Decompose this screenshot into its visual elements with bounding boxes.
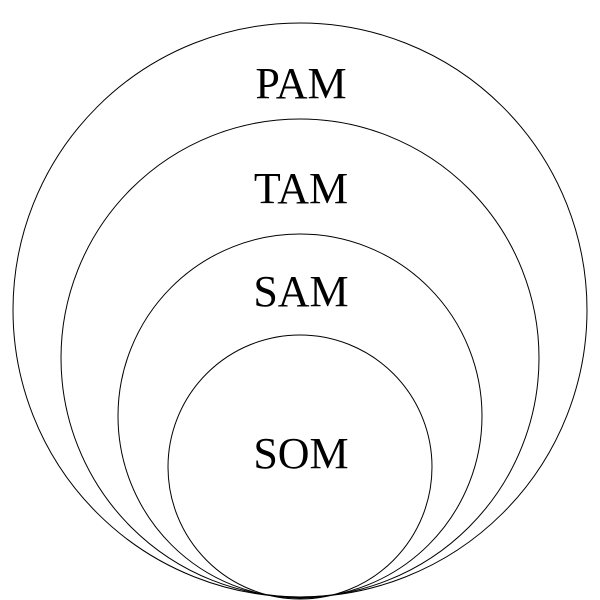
circle-sam — [117, 233, 483, 599]
circle-tam — [60, 118, 540, 598]
label-pam: PAM — [255, 59, 346, 108]
label-sam: SAM — [253, 267, 348, 316]
circle-som — [167, 334, 433, 600]
label-som: SOM — [253, 429, 348, 478]
label-tam: TAM — [254, 164, 348, 213]
